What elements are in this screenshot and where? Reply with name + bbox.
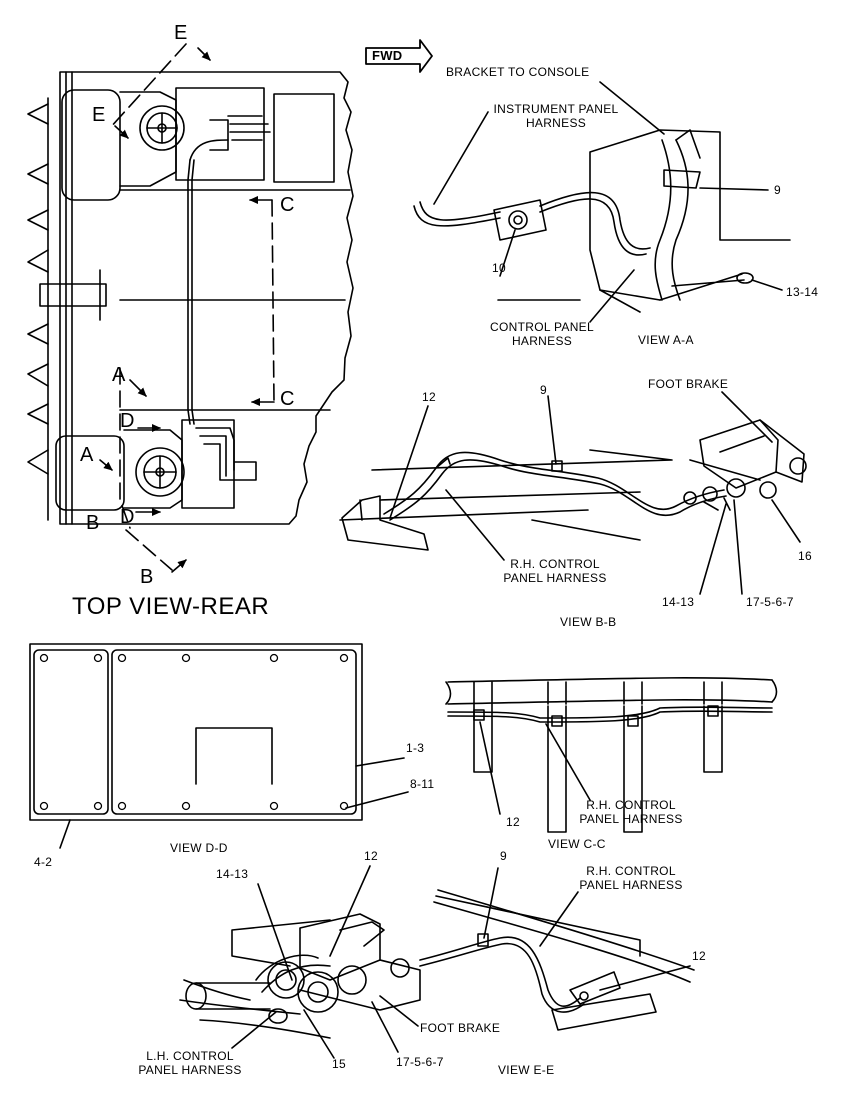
- part-number-12-bb: 12: [422, 390, 436, 404]
- part-number-12-ee-right: 12: [692, 949, 706, 963]
- section-letter-d-lower: D: [120, 506, 135, 528]
- part-number-17-5-6-7-ee: 17-5-6-7: [396, 1055, 444, 1069]
- view-d-d-drawing: [29, 643, 409, 849]
- part-number-4-2: 4-2: [34, 855, 53, 869]
- top-view-rear: [27, 43, 354, 573]
- view-a-a-title: VIEW A-A: [638, 333, 694, 347]
- part-number-12-ee-top: 12: [364, 849, 378, 863]
- label-rh-control-panel-harness-cc-1: R.H. CONTROL: [586, 798, 676, 812]
- view-b-b-title: VIEW B-B: [560, 615, 617, 629]
- part-number-13-14: 13-14: [786, 285, 819, 299]
- part-number-9-ee: 9: [500, 849, 507, 863]
- label-lh-control-panel-harness-1: L.H. CONTROL: [146, 1049, 234, 1063]
- part-number-15: 15: [332, 1057, 346, 1071]
- label-rh-control-panel-harness-bb-2: PANEL HARNESS: [503, 571, 607, 585]
- fwd-label: FWD: [372, 48, 403, 63]
- label-instrument-panel-harness-1: INSTRUMENT PANEL: [493, 102, 619, 116]
- view-c-c-drawing: [445, 677, 778, 833]
- label-control-panel-harness-1: CONTROL PANEL: [490, 320, 594, 334]
- section-letter-e-top: E: [174, 22, 188, 44]
- part-number-9-bb: 9: [540, 383, 547, 397]
- section-letter-c-lower: C: [280, 388, 295, 410]
- label-bracket-to-console: BRACKET TO CONSOLE: [446, 65, 590, 79]
- part-number-14-13-bb: 14-13: [662, 595, 695, 609]
- label-rh-control-panel-harness-ee-2: PANEL HARNESS: [579, 878, 683, 892]
- view-a-a-drawing: [413, 81, 791, 323]
- label-rh-control-panel-harness-ee-1: R.H. CONTROL: [586, 864, 676, 878]
- section-letter-c-upper: C: [280, 194, 295, 216]
- section-letter-b-inner: B: [86, 512, 100, 534]
- view-d-d-title: VIEW D-D: [170, 841, 228, 855]
- label-foot-brake-bb: FOOT BRAKE: [648, 377, 729, 391]
- view-e-e-title: VIEW E-E: [498, 1063, 555, 1077]
- part-number-16: 16: [798, 549, 812, 563]
- part-number-12-cc: 12: [506, 815, 520, 829]
- label-rh-control-panel-harness-bb-1: R.H. CONTROL: [510, 557, 600, 571]
- part-number-14-13-ee: 14-13: [216, 867, 249, 881]
- part-number-10: 10: [492, 261, 506, 275]
- view-c-c-title: VIEW C-C: [548, 837, 606, 851]
- part-number-17-5-6-7-bb: 17-5-6-7: [746, 595, 794, 609]
- label-instrument-panel-harness-2: HARNESS: [525, 116, 587, 130]
- part-number-8-11: 8-11: [410, 777, 435, 791]
- label-foot-brake-ee: FOOT BRAKE: [420, 1021, 501, 1035]
- section-letter-d-upper: D: [120, 410, 135, 432]
- section-letter-e-inner: E: [92, 104, 106, 126]
- part-number-1-3: 1-3: [406, 741, 425, 755]
- fwd-arrow-box: [365, 39, 433, 73]
- top-view-title: TOP VIEW-REAR: [72, 593, 270, 620]
- section-letter-a-outer: A: [112, 364, 126, 386]
- section-letter-a-inner: A: [80, 444, 94, 466]
- section-letter-b-outer: B: [140, 566, 154, 588]
- view-e-e-drawing: [179, 865, 695, 1059]
- label-lh-control-panel-harness-2: PANEL HARNESS: [138, 1063, 242, 1077]
- label-control-panel-harness-2: HARNESS: [511, 334, 573, 348]
- label-rh-control-panel-harness-cc-2: PANEL HARNESS: [579, 812, 683, 826]
- view-b-b-drawing: [339, 391, 807, 595]
- part-number-9-aa: 9: [774, 183, 781, 197]
